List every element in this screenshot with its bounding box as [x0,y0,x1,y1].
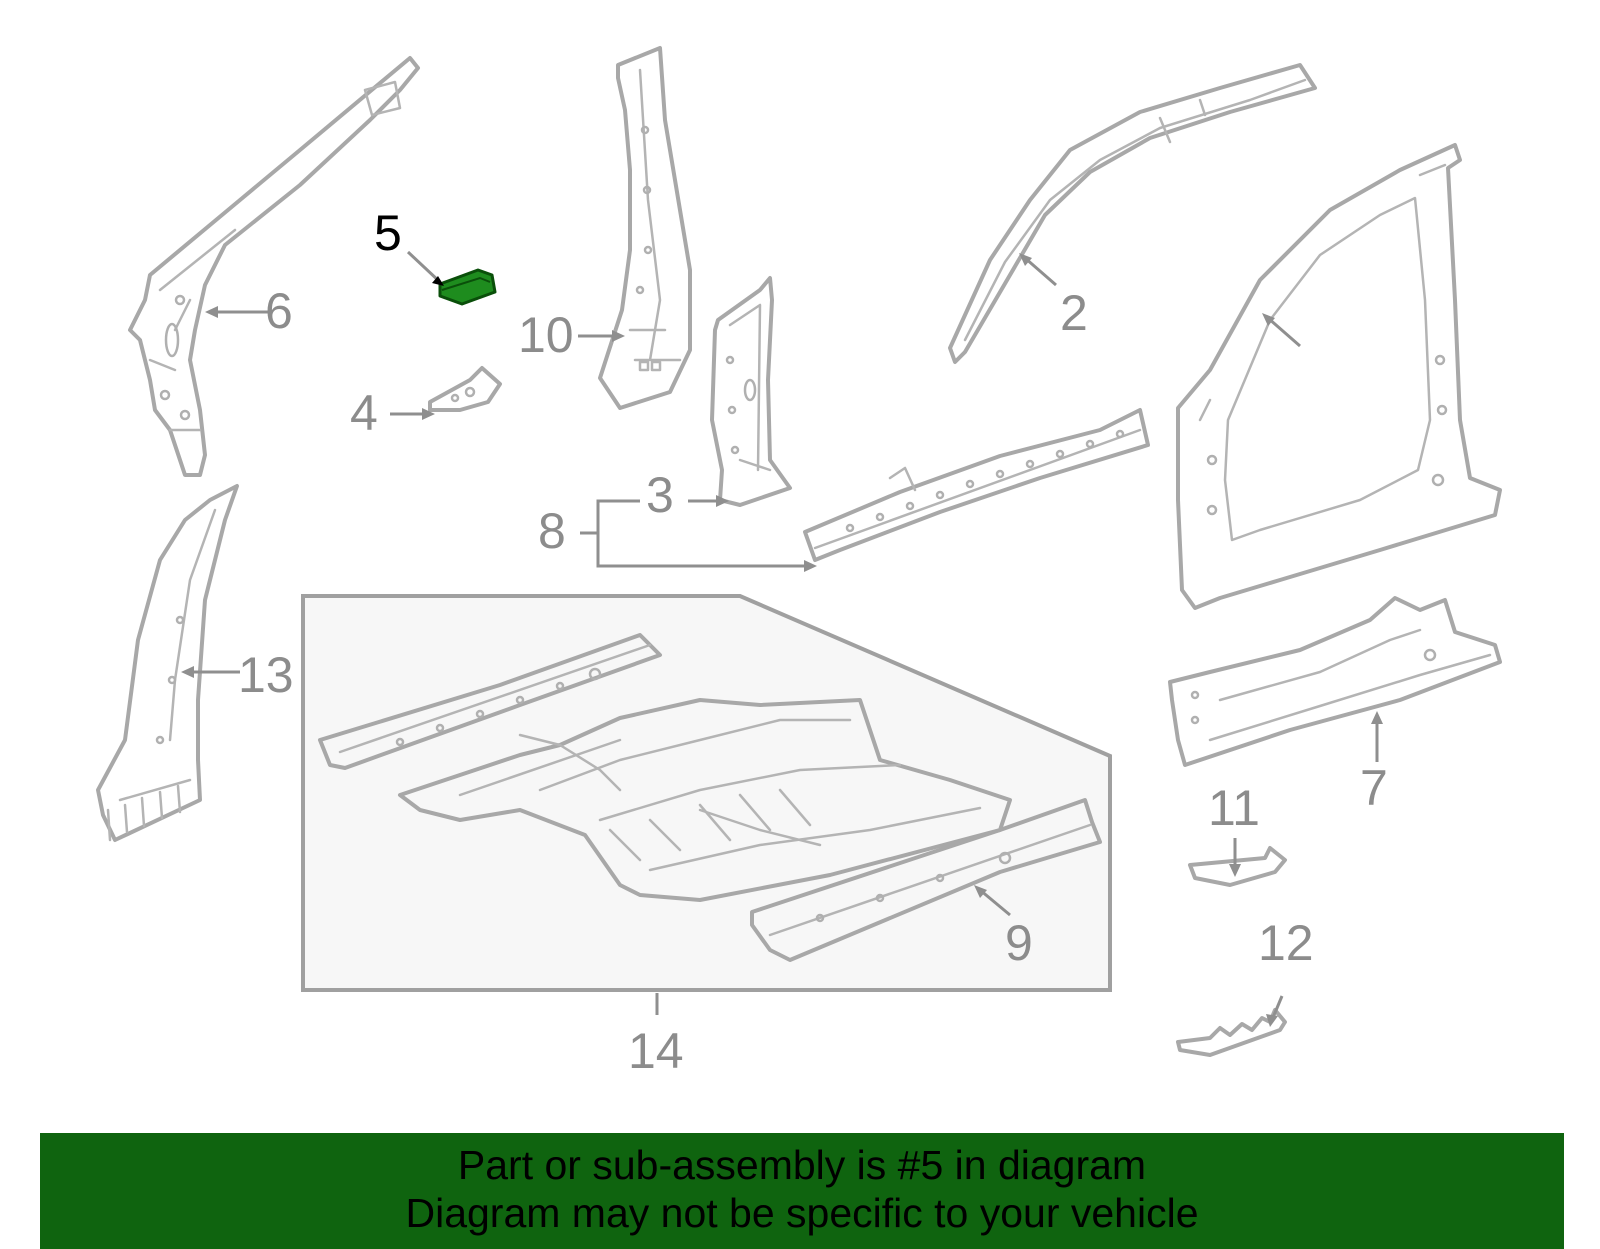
callout-2[interactable]: 2 [1060,285,1088,341]
part-8-rocker-inner[interactable] [803,408,1150,562]
part-5-bracket[interactable] [438,268,497,306]
leader-lines [188,250,1379,1021]
callout-13[interactable]: 13 [238,647,294,703]
callout-6[interactable]: 6 [265,283,293,339]
info-banner: Part or sub-assembly is #5 in diagram Di… [40,1133,1564,1249]
banner-line-disclaimer: Diagram may not be specific to your vehi… [405,1190,1199,1236]
callout-3[interactable]: 3 [646,467,674,523]
part-2-roof-rail[interactable] [948,63,1317,364]
callout-4[interactable]: 4 [350,385,378,441]
callout-10[interactable]: 10 [518,307,574,363]
part-floor-pan[interactable] [318,633,1012,902]
part-body-side-outer[interactable] [1176,143,1502,610]
part-4-plate[interactable] [428,366,502,412]
part-6-windshield-pillar[interactable] [128,56,420,477]
callout-9[interactable]: 9 [1005,915,1033,971]
callout-12[interactable]: 12 [1258,915,1314,971]
callout-7[interactable]: 7 [1360,760,1388,816]
callout-labels: 5 6 10 2 4 3 8 13 7 11 9 12 14 [238,205,1388,1079]
arrowheads [181,253,1383,1027]
callout-11[interactable]: 11 [1208,780,1260,836]
part-7-rocker-outer[interactable] [1168,596,1502,767]
callout-5[interactable]: 5 [374,205,402,261]
part-11-bracket[interactable] [1188,846,1287,887]
part-3-pillar-reinforcement[interactable] [710,276,792,507]
part-12-seal[interactable] [1176,1008,1287,1057]
callout-14[interactable]: 14 [628,1023,684,1079]
part-9-sill[interactable] [750,798,1102,962]
part-10-hinge-pillar[interactable] [598,46,692,410]
part-13-center-pillar[interactable] [96,484,239,842]
banner-line-part-number: Part or sub-assembly is #5 in diagram [457,1142,1147,1188]
callout-8[interactable]: 8 [538,503,566,559]
parts-diagram: 5 6 10 2 4 3 8 13 7 11 9 12 14 [96,46,1502,1079]
